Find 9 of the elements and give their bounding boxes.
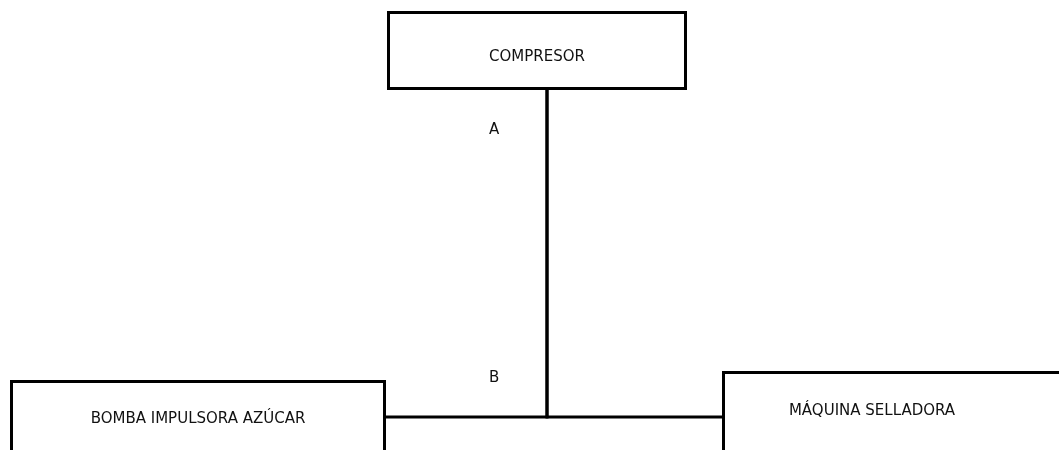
point-label: B (489, 368, 500, 386)
connector-line (545, 90, 722, 419)
process-box (722, 371, 1059, 450)
point-label: A (489, 120, 500, 138)
box-label: BOMBA IMPULSORA AZÚCAR (90, 409, 306, 429)
box-label: MÁQUINA SELLADORA (788, 401, 956, 421)
box-label: COMPRESOR (489, 47, 585, 67)
process-box (387, 11, 687, 90)
process-box (10, 380, 386, 450)
